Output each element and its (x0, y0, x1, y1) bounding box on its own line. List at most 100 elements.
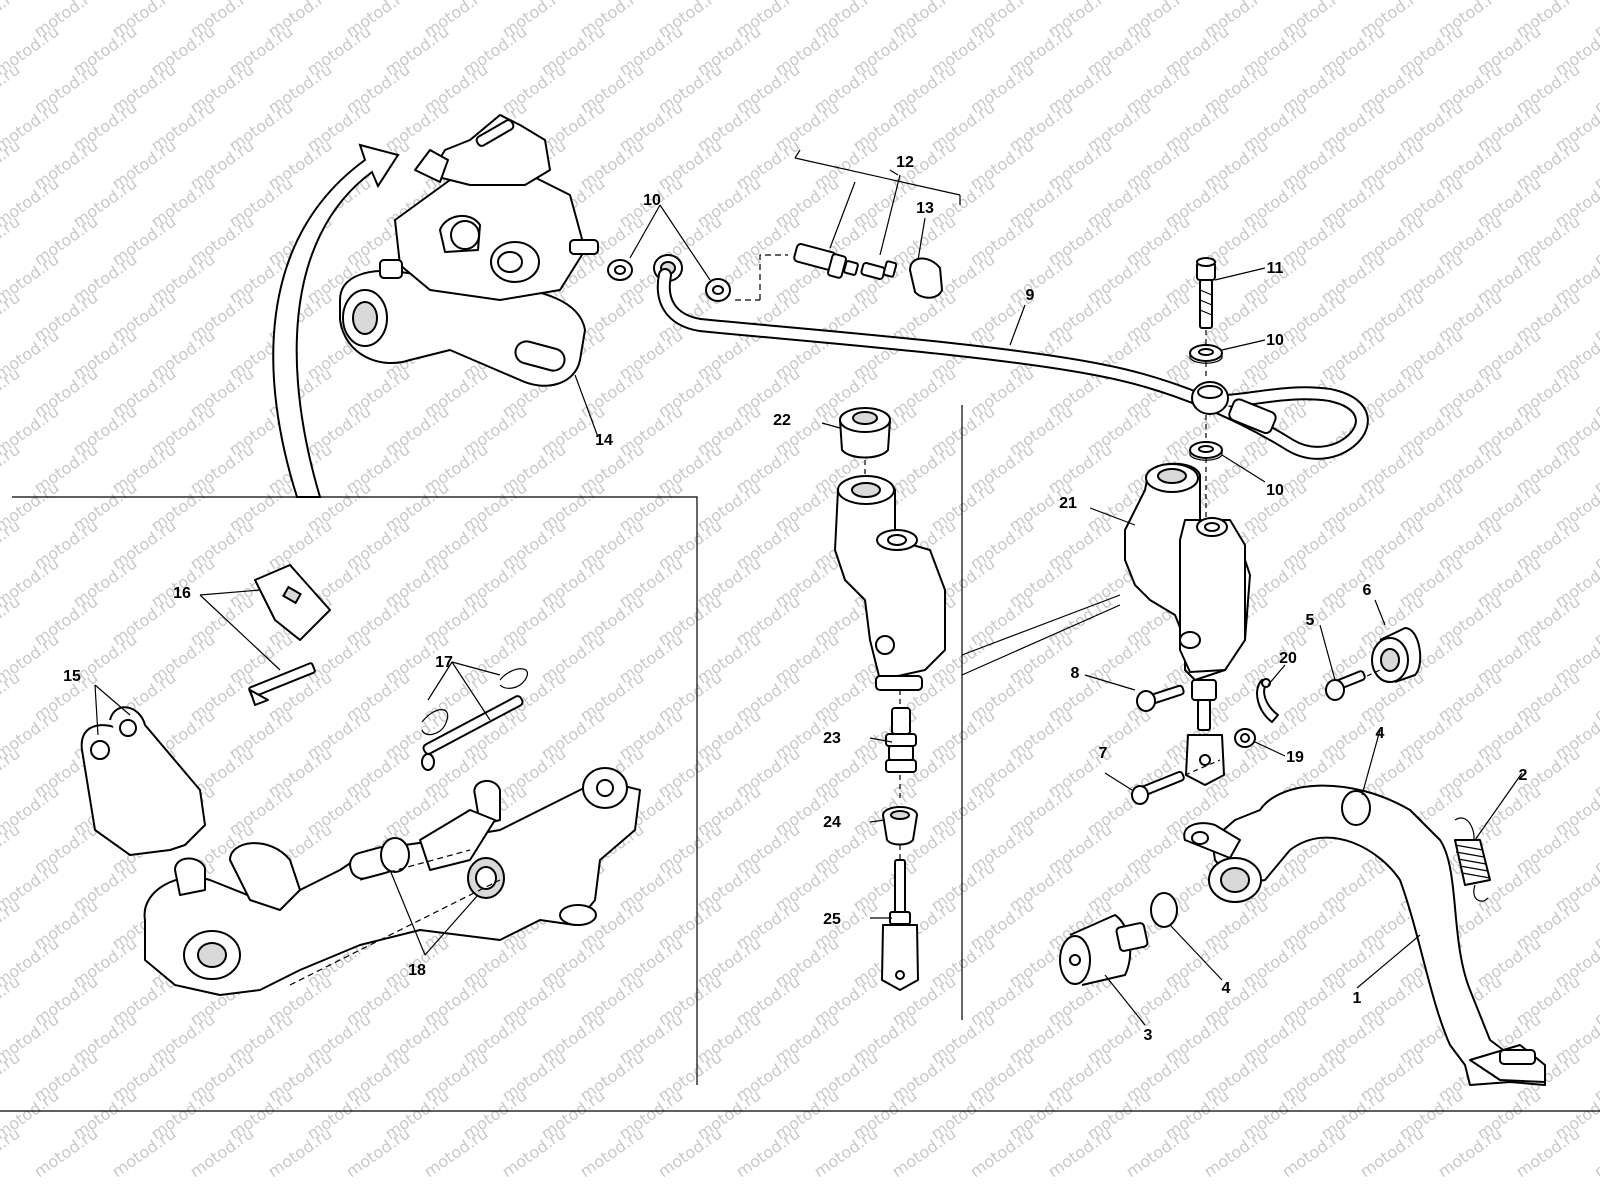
watermark-text: motod.ru (0, 896, 23, 954)
watermark-text: motod.ru (0, 516, 23, 574)
callout-16: 16 (173, 585, 191, 602)
watermark-text: motod.ru (1590, 1124, 1600, 1182)
washer-10-lower (1189, 441, 1223, 461)
callout-5: 5 (1306, 612, 1315, 629)
callout-14: 14 (595, 432, 613, 449)
callout-4-lower: 4 (1222, 980, 1231, 997)
watermark-text: motod.ru (1434, 1124, 1505, 1182)
piston-23 (885, 707, 917, 773)
bleeder-cap-13 (909, 257, 943, 299)
watermark-text: motod.ru (888, 1124, 959, 1182)
watermark-text: motod.ru (732, 1124, 803, 1182)
watermark-text: motod.ru (0, 592, 23, 650)
watermark-text: motod.ru (264, 1124, 335, 1182)
watermark-text: motod.ru (108, 1124, 179, 1182)
callout-10-caliper: 10 (643, 192, 661, 209)
pivot-bolt-3 (1059, 914, 1149, 986)
watermark-text: motod.ru (0, 0, 23, 41)
washer-10-caliper (607, 254, 731, 302)
callout-9: 9 (1026, 287, 1035, 304)
pushrod-25 (881, 859, 919, 991)
curved-arrow-icon (272, 143, 400, 498)
banjo-bolt-11 (1196, 257, 1216, 329)
callout-6: 6 (1363, 582, 1372, 599)
callout-4-upper: 4 (1376, 725, 1385, 742)
cotter-pin-20 (1256, 678, 1279, 723)
watermark-text: motod.ru (0, 364, 23, 422)
washer-10-upper (1189, 344, 1223, 364)
callout-3: 3 (1144, 1027, 1153, 1044)
callout-7: 7 (1099, 745, 1108, 762)
brake-hose-9 (656, 268, 1369, 460)
brake-pedal-1 (1183, 784, 1546, 1086)
watermark-text: motod.ru (810, 1124, 881, 1182)
watermark-text: motod.ru (420, 1124, 491, 1182)
watermark-text: motod.ru (498, 1124, 569, 1182)
watermark-text: motod.ru (0, 668, 23, 726)
watermark-text: motod.ru (576, 1124, 647, 1182)
o-ring-4-lower (1150, 892, 1178, 928)
callout-1: 1 (1353, 990, 1362, 1007)
inset-caliper (143, 767, 641, 996)
brake-pads-15 (80, 706, 206, 856)
pad-spring-16 (248, 564, 331, 706)
spacer-6 (1371, 627, 1422, 683)
callout-19: 19 (1286, 749, 1304, 766)
watermark-text: motod.ru (30, 1124, 101, 1182)
washer-19 (1234, 728, 1256, 748)
callout-12: 12 (896, 154, 914, 171)
watermark-text: motod.ru (0, 212, 23, 270)
watermark-text: motod.ru (0, 972, 23, 1030)
watermark-text: motod.ru (0, 1048, 23, 1106)
o-ring-4-upper (1341, 790, 1371, 826)
callout-17: 17 (435, 654, 453, 671)
callout-10-upper: 10 (1266, 332, 1284, 349)
watermark-text: motod.ru (0, 288, 23, 346)
watermark-text: motod.ru (0, 1124, 23, 1182)
watermark-text: motod.ru (1512, 1124, 1583, 1182)
watermark-text: motod.ru (186, 1124, 257, 1182)
frame-lines (0, 143, 1600, 1112)
watermark-text: motod.ru (0, 820, 23, 878)
callout-2: 2 (1519, 767, 1528, 784)
callout-20: 20 (1279, 650, 1297, 667)
watermark-text: motod.ru (1122, 1124, 1193, 1182)
watermark-text: motod.ru (1200, 1124, 1271, 1182)
callout-23: 23 (823, 730, 841, 747)
callout-11: 11 (1267, 260, 1284, 277)
return-spring-2 (1454, 817, 1491, 902)
watermark-text: motod.ru (1278, 1124, 1349, 1182)
watermark-text: motod.ru (342, 1124, 413, 1182)
callout-24: 24 (823, 814, 841, 831)
leader-lines (94, 149, 1523, 1026)
watermark-text: motod.ru (1356, 1124, 1427, 1182)
callout-21: 21 (1059, 495, 1077, 512)
callout-labels: 1 2 3 4 4 5 6 7 8 9 10 10 10 11 12 13 14… (63, 154, 1527, 1044)
pin-7 (1131, 770, 1185, 805)
watermark-text: motod.ru (0, 136, 23, 194)
watermark-text: motod.ru (0, 60, 23, 118)
rear-caliper-assembly (339, 114, 599, 387)
callout-25: 25 (823, 911, 841, 928)
bleeder-valve-12 (793, 243, 898, 280)
bolt-8 (1136, 684, 1185, 712)
bushes-18 (349, 837, 505, 899)
reservoir-cap-22 (839, 407, 891, 459)
seal-24 (882, 806, 918, 846)
callout-8: 8 (1071, 665, 1080, 682)
watermark-text: motod.ru (0, 744, 23, 802)
callout-13: 13 (916, 200, 934, 217)
watermark-text: motod.ru (0, 440, 23, 498)
callout-18: 18 (408, 962, 426, 979)
watermark-text: motod.ru (654, 1124, 725, 1182)
master-cylinder-21 (1124, 462, 1251, 701)
pushrod-clevis (1185, 699, 1225, 786)
pins-17 (421, 668, 528, 771)
watermark-text: motod.ru (1044, 1124, 1115, 1182)
callout-22: 22 (773, 412, 791, 429)
callout-15: 15 (63, 668, 81, 685)
callout-10-lower: 10 (1266, 482, 1284, 499)
watermark-text: motod.ru (966, 1124, 1037, 1182)
master-cylinder-body (834, 475, 946, 691)
